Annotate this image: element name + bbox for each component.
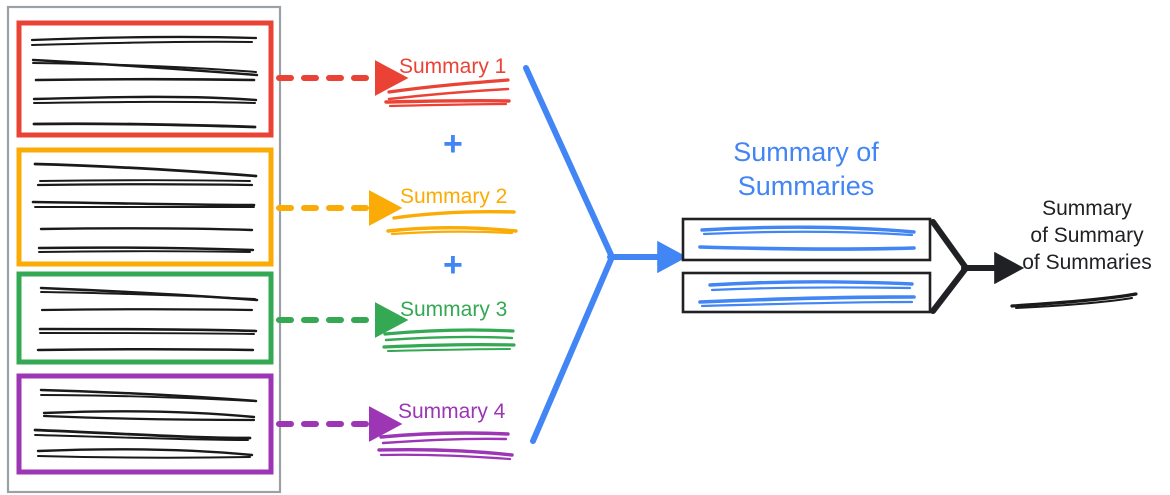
summary-of-summaries-title: Summary of Summaries	[686, 136, 926, 204]
sos-box-1[interactable]	[681, 217, 932, 262]
summary-3-label[interactable]: Summary 3	[400, 298, 508, 321]
sos-squiggles	[698, 225, 916, 308]
chunk-to-summary-arrows	[276, 60, 409, 442]
final-branch-bottom	[930, 265, 969, 314]
final-title-line-1: Summary	[1042, 197, 1132, 220]
source-chunk-box-orange[interactable]	[16, 147, 274, 267]
source-chunk-box-green[interactable]	[16, 271, 274, 365]
final-summary-title: Summary of Summary of Summaries	[1012, 196, 1162, 277]
summary-of-summaries-boxes	[681, 217, 932, 314]
sos-title-line-2: Summaries	[737, 170, 875, 201]
summary-1-squiggle	[387, 78, 510, 94]
summary-3-squiggle	[383, 328, 515, 336]
source-chunk-box-red[interactable]	[16, 20, 274, 138]
source-chunk-box-purple[interactable]	[16, 373, 274, 475]
summary-2-squiggle	[392, 209, 516, 220]
merge-arrow-black	[930, 219, 1025, 314]
merge-arrow-blue	[523, 65, 688, 444]
merge-branch-top	[523, 65, 615, 260]
summary-squiggles	[377, 78, 518, 461]
merge-branch-bottom	[530, 254, 615, 444]
summary-2-label[interactable]: Summary 2	[400, 185, 508, 208]
source-chunk-boxes	[16, 20, 274, 475]
final-branch-top	[930, 219, 969, 271]
final-title-line-2: of Summary	[1030, 223, 1144, 247]
final-title-line-3: of Summaries	[1022, 250, 1152, 274]
source-text-lines	[30, 35, 259, 459]
sos-title-line-1: Summary of	[733, 137, 879, 167]
summary-4-squiggle	[379, 431, 510, 439]
summary-1-label[interactable]: Summary 1	[399, 55, 507, 78]
final-squiggle	[1010, 292, 1138, 309]
plus-operator-1: +	[443, 125, 463, 163]
summary-4-label[interactable]: Summary 4	[398, 400, 506, 423]
plus-operator-2: +	[443, 246, 463, 284]
